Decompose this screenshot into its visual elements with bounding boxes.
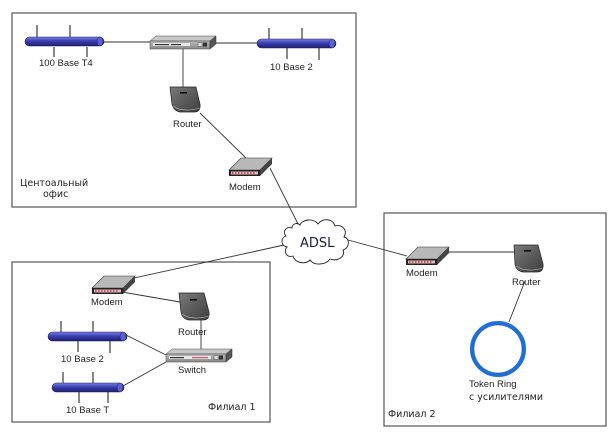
modem-branch2-label: Modem xyxy=(406,268,438,279)
bus-100-base-t4-label: 100 Base T4 xyxy=(39,58,93,69)
zone-central-office xyxy=(11,12,357,208)
modem-icon[interactable] xyxy=(228,157,273,176)
zone-branch-1 xyxy=(11,261,271,423)
central-office-label: Центоальный xyxy=(20,178,88,189)
adsl-cloud[interactable] xyxy=(281,219,349,265)
link-cloud-modem-b2 xyxy=(347,239,408,257)
switch-icon[interactable] xyxy=(149,35,217,50)
bus-10-base-t-branch1-label: 10 Base T xyxy=(66,405,109,416)
switch-branch1-label: Switch xyxy=(178,365,206,376)
router-icon[interactable] xyxy=(178,292,210,321)
link-cloud-modem-b1 xyxy=(124,244,285,281)
modem-icon[interactable] xyxy=(91,275,136,294)
bus-10-base-t-branch1[interactable] xyxy=(51,372,125,403)
token-ring-label-line2: с усилителями xyxy=(469,392,543,403)
router-icon[interactable] xyxy=(169,86,201,113)
router-central-label: Router xyxy=(173,119,202,130)
bus-10-base-2-branch1-label: 10 Base 2 xyxy=(61,354,104,365)
branch2-label: Филиал 2 xyxy=(388,409,436,420)
switch-icon[interactable] xyxy=(165,348,233,363)
modem-icon[interactable] xyxy=(405,246,450,265)
bus-10-base-2-branch1[interactable] xyxy=(47,321,128,353)
router-icon[interactable] xyxy=(513,244,544,273)
zone-branch-2 xyxy=(383,212,607,427)
branch1-label: Филиал 1 xyxy=(208,402,256,413)
links xyxy=(104,41,526,387)
central-office-label-line2: офис xyxy=(43,189,68,200)
bus-100-base-t4[interactable] xyxy=(24,25,105,57)
link-bus-10b2-switch-b1 xyxy=(125,334,167,356)
router-branch1-label: Router xyxy=(178,327,207,338)
router-branch2-label: Router xyxy=(512,277,541,288)
token-ring-inner-edge xyxy=(473,324,523,374)
link-modem-router-b1 xyxy=(121,291,181,303)
token-ring-icon[interactable] xyxy=(470,321,526,377)
modem-branch1-label: Modem xyxy=(91,297,123,308)
bus-10-base-2-central[interactable] xyxy=(256,28,337,60)
adsl-cloud-label: ADSL xyxy=(300,236,335,251)
token-ring-label: Token Ring xyxy=(469,379,517,390)
link-bus-10bt-switch-b1 xyxy=(122,361,167,387)
modem-central-label: Modem xyxy=(229,182,261,193)
link-router-ring-b2 xyxy=(508,280,526,323)
link-modem-cloud xyxy=(269,167,301,229)
link-router-modem xyxy=(199,112,247,159)
bus-10-base-2-central-label: 10 Base 2 xyxy=(270,62,313,73)
